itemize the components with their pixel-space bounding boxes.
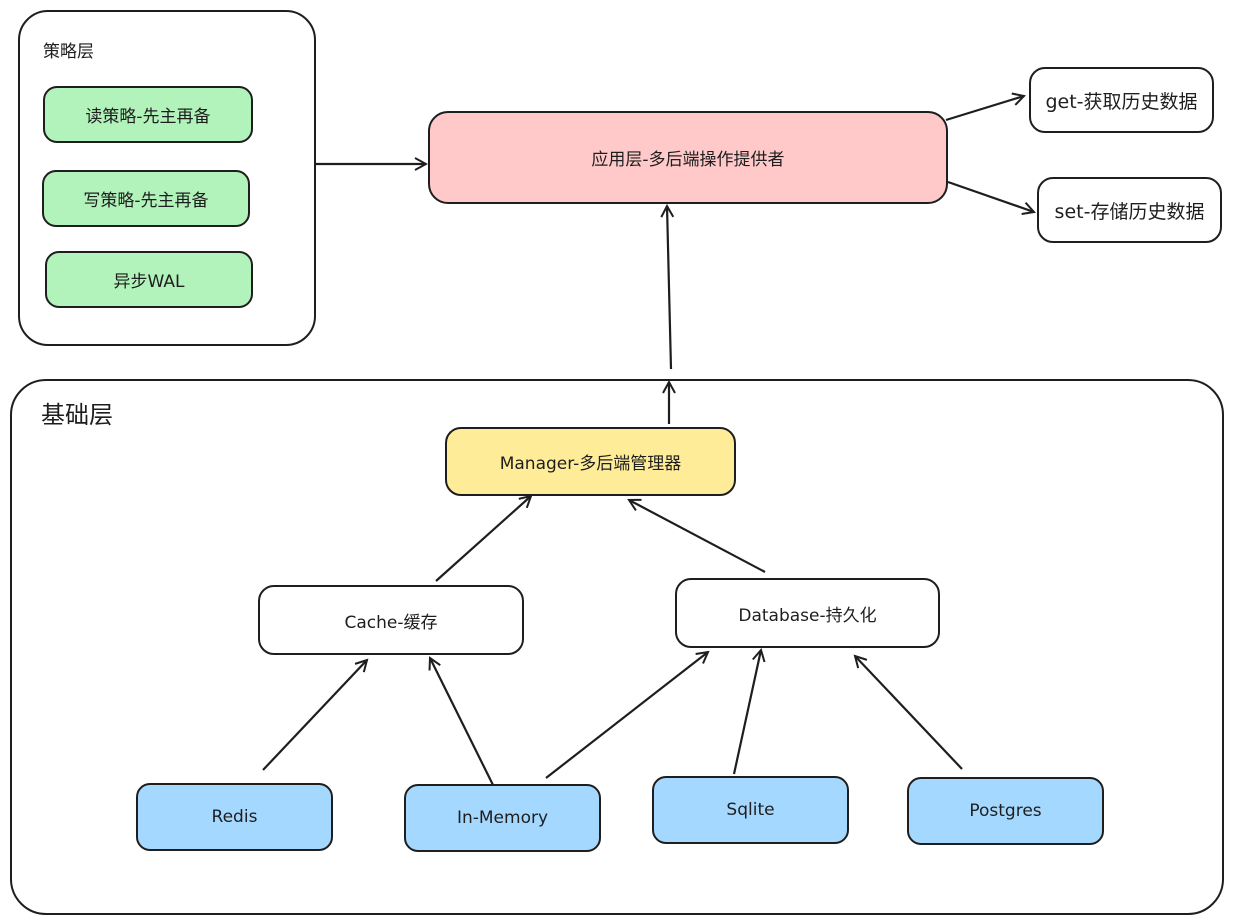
- strategy-item-label: 读策略-先主再备: [85, 107, 211, 127]
- arrow-sqlite-to-database: [732, 650, 761, 775]
- arrow-redis-to-cache: [262, 660, 367, 771]
- arrow-inmemory-to-database: [545, 652, 708, 779]
- database-label: Database-持久化: [738, 605, 877, 626]
- backend-redis-label: Redis: [211, 807, 258, 827]
- backend-sqlite-box[interactable]: Sqlite: [652, 776, 849, 844]
- manager-box[interactable]: Manager-多后端管理器: [445, 427, 736, 496]
- manager-label: Manager-多后端管理器: [499, 454, 682, 474]
- backend-redis-box[interactable]: Redis: [136, 783, 333, 851]
- arrow-application-to-set: [947, 180, 1034, 212]
- database-box[interactable]: Database-持久化: [675, 578, 940, 648]
- strategy-layer-container: [18, 10, 316, 346]
- application-layer-box[interactable]: 应用层-多后端操作提供者: [428, 111, 948, 204]
- operation-set-label: set-存储历史数据: [1054, 200, 1205, 223]
- arrow-application-to-get: [945, 96, 1024, 122]
- arrow-foundation-to-application: [667, 206, 671, 370]
- arrow-inmemory-to-cache: [430, 658, 495, 788]
- strategy-item-async-wal[interactable]: 异步WAL: [45, 251, 253, 308]
- operation-set-box[interactable]: set-存储历史数据: [1037, 177, 1222, 243]
- cache-label: Cache-缓存: [344, 612, 438, 633]
- foundation-layer-title: 基础层: [41, 401, 113, 429]
- operation-get-box[interactable]: get-获取历史数据: [1029, 67, 1214, 133]
- backend-postgres-box[interactable]: Postgres: [907, 777, 1104, 845]
- arrow-database-to-manager: [629, 500, 766, 573]
- cache-box[interactable]: Cache-缓存: [258, 585, 524, 655]
- backend-inmemory-box[interactable]: In-Memory: [404, 784, 601, 852]
- strategy-item-read[interactable]: 读策略-先主再备: [43, 86, 253, 143]
- backend-inmemory-label: In-Memory: [456, 808, 549, 828]
- foundation-layer-container: [10, 379, 1224, 915]
- strategy-item-label: 异步WAL: [113, 272, 185, 292]
- strategy-item-label: 写策略-先主再备: [83, 191, 209, 211]
- arrow-cache-to-manager: [435, 496, 531, 582]
- backend-sqlite-label: Sqlite: [726, 800, 775, 820]
- strategy-item-write[interactable]: 写策略-先主再备: [42, 170, 250, 227]
- arrow-postgres-to-database: [855, 656, 963, 770]
- operation-get-label: get-获取历史数据: [1045, 90, 1198, 113]
- application-layer-label: 应用层-多后端操作提供者: [591, 150, 785, 170]
- backend-postgres-label: Postgres: [969, 801, 1042, 821]
- strategy-layer-title: 策略层: [43, 42, 94, 62]
